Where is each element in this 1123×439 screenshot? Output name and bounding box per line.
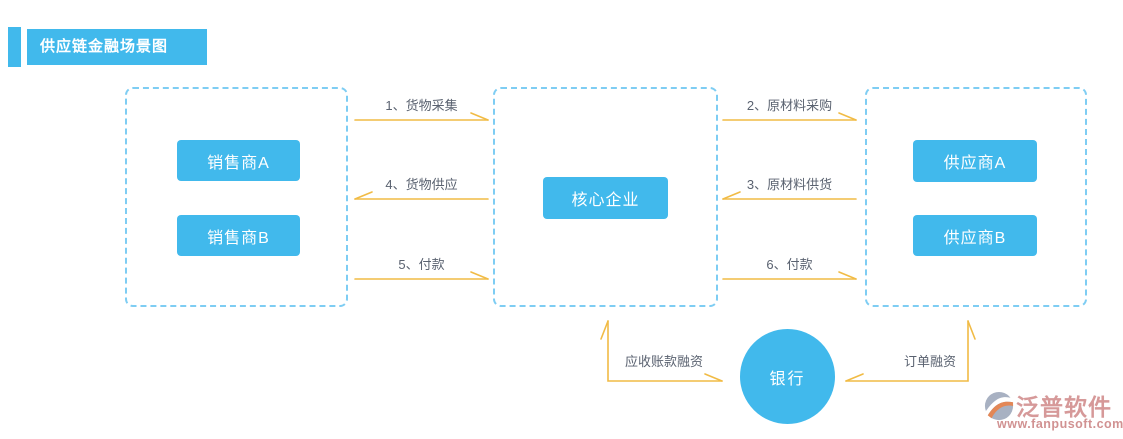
watermark-logo: 泛普软件 www.fanpusoft.com	[983, 389, 1123, 435]
flow-2-label: 2、原材料采购	[746, 98, 833, 113]
flow-1-arrow	[354, 112, 489, 121]
flow-3-label: 3、原材料供货	[746, 177, 833, 192]
flow-2-arrow	[722, 112, 857, 121]
watermark-brand-text: 泛普软件	[1016, 394, 1112, 420]
node-supplier-a: 供应商A	[913, 140, 1037, 182]
core-group-box	[493, 87, 718, 307]
node-bank: 银行	[740, 329, 835, 424]
receivable-financing-label: 应收账款融资	[624, 354, 703, 369]
flow-6-arrow	[722, 271, 857, 280]
node-supplier-b: 供应商B	[913, 215, 1037, 256]
flow-3-arrow	[722, 191, 857, 200]
flow-5-label: 5、付款	[398, 257, 445, 272]
order-financing-label: 订单融资	[903, 354, 956, 369]
title-accent-bar	[8, 27, 21, 67]
page-title: 供应链金融场景图	[27, 29, 207, 65]
watermark-url-text: www.fanpusoft.com	[997, 417, 1123, 431]
flow-1-label: 1、货物采集	[385, 98, 458, 113]
node-seller-b: 销售商B	[177, 215, 300, 256]
flow-5-arrow	[354, 271, 489, 280]
flow-4-label: 4、货物供应	[385, 177, 458, 192]
suppliers-group-box	[865, 87, 1087, 307]
flow-4-arrow	[354, 191, 489, 200]
fanpu-logo-icon	[984, 391, 1014, 421]
sellers-group-box	[125, 87, 348, 307]
flow-6-label: 6、付款	[766, 257, 813, 272]
node-seller-a: 销售商A	[177, 140, 300, 181]
node-core-enterprise: 核心企业	[543, 177, 668, 219]
